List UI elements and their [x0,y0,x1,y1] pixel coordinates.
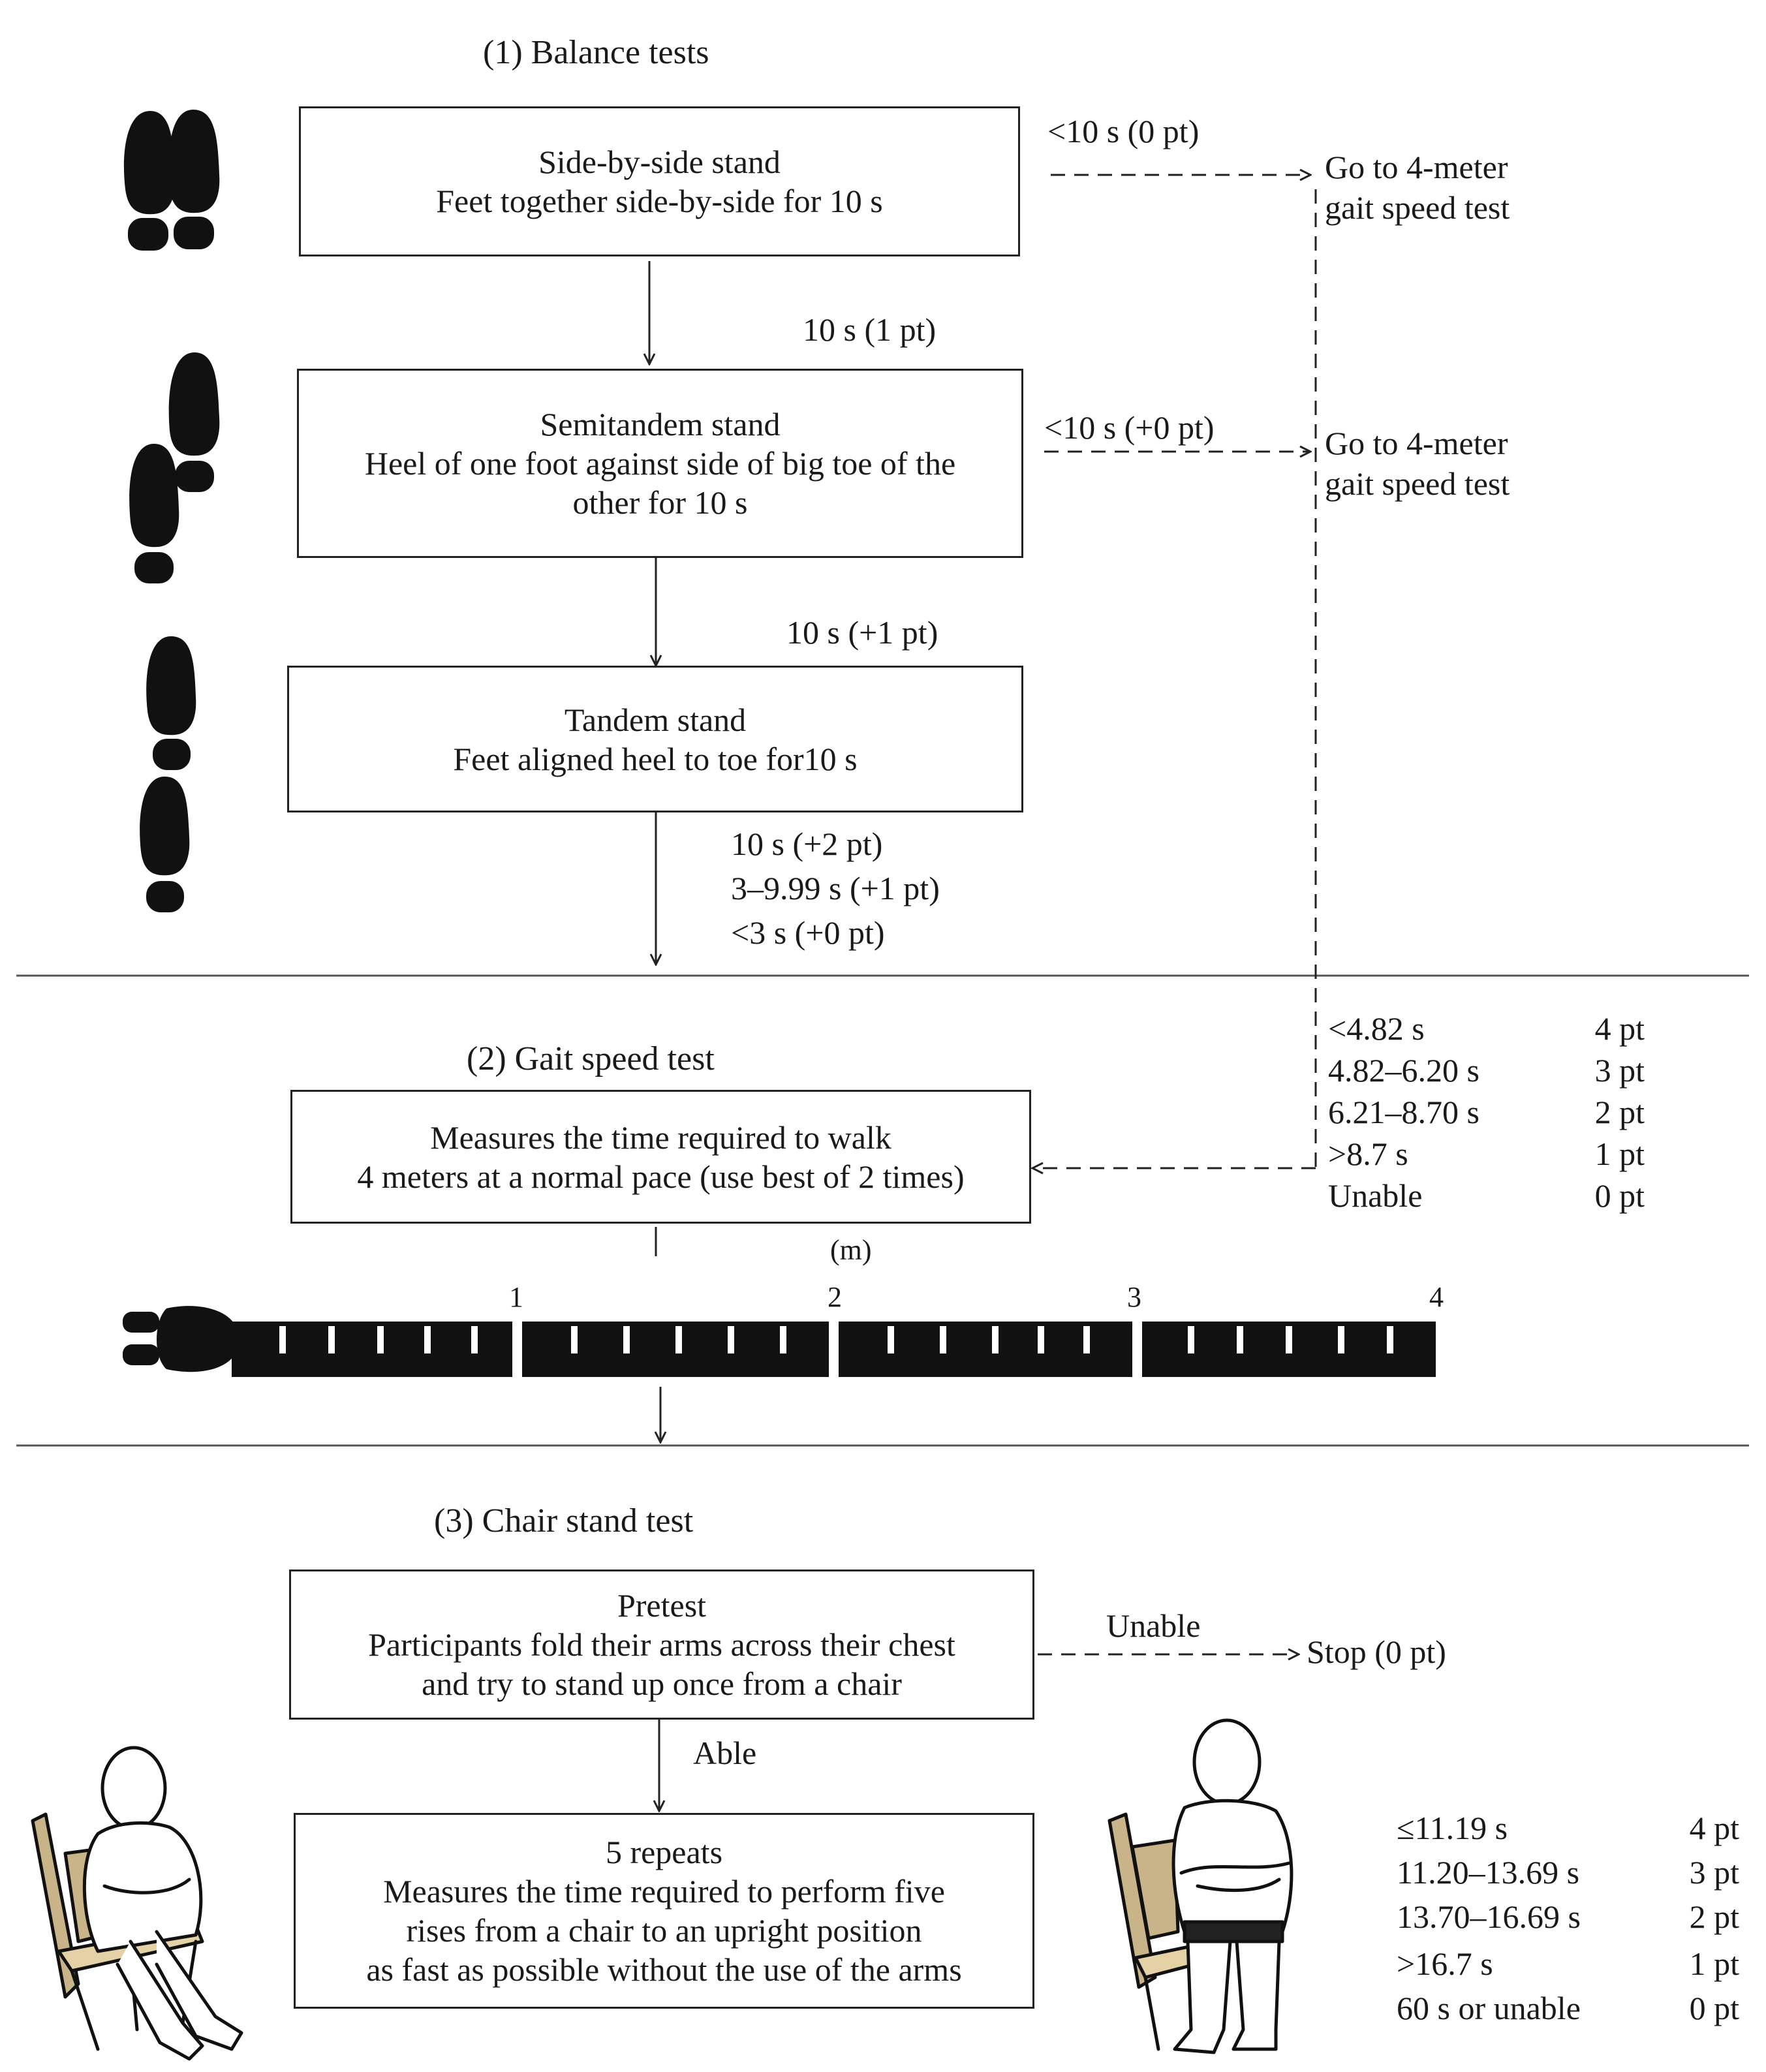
gait-score-pt-3: 2 pt [1594,1094,1645,1130]
track-segment-1 [232,1322,512,1377]
gait-score-range-5: Unable [1328,1177,1423,1214]
label-fail-side-by-side: <10 s (0 pt) [1047,113,1200,149]
tandem-desc: Feet aligned heel to toe for10 s [453,740,858,777]
repeats-line3: as fast as possible without the use of t… [366,1951,962,1988]
goto-gait-2-line1: Go to 4-meter [1325,425,1508,461]
footprints-side-by-side-icon [123,110,220,251]
goto-gait-2-line2: gait speed test [1325,465,1510,502]
footprints-semitandem-icon [129,352,220,583]
pretest-line2: and try to stand up once from a chair [422,1665,902,1702]
pretest-line1: Participants fold their arms across thei… [368,1626,955,1663]
gait-box-line2: 4 meters at a normal pace (use best of 2… [357,1158,965,1195]
gait-score-range-4: >8.7 s [1328,1136,1408,1172]
label-pass-semitandem: 10 s (+1 pt) [786,614,938,651]
semitandem-desc-line2: other for 10 s [572,484,748,521]
track-tick-1: 1 [509,1281,523,1313]
semitandem-stand-box: Semitandem stand Heel of one foot agains… [297,369,1023,558]
side-by-side-title: Side-by-side stand [538,144,781,180]
track-tick-3: 3 [1127,1281,1141,1313]
seated-person-chair-icon [31,1746,243,2061]
five-repeats-box: 5 repeats Measures the time required to … [294,1813,1034,2009]
tandem-score-1: 10 s (+2 pt) [731,826,883,862]
chair-score-pt-5: 0 pt [1689,1990,1739,2026]
chair-score-pt-2: 3 pt [1689,1854,1739,1891]
gait-box-line1: Measures the time required to walk [430,1119,891,1156]
goto-gait-1-line2: gait speed test [1325,189,1510,226]
chair-score-pt-1: 4 pt [1689,1810,1739,1846]
track-tick-4: 4 [1429,1281,1444,1313]
chair-section-title: (3) Chair stand test [434,1502,694,1539]
balance-section-title: (1) Balance tests [483,34,709,71]
gait-section-title: (2) Gait speed test [467,1040,715,1077]
chair-score-pt-4: 1 pt [1689,1945,1739,1982]
chair-score-range-3: 13.70–16.69 s [1397,1898,1581,1935]
gait-score-pt-5: 0 pt [1594,1177,1645,1214]
repeats-line2: rises from a chair to an upright positio… [406,1912,922,1949]
gait-score-range-3: 6.21–8.70 s [1328,1094,1479,1130]
label-pass-side-by-side: 10 s (1 pt) [803,311,937,348]
repeats-title: 5 repeats [605,1834,723,1870]
pretest-box: Pretest Participants fold their arms acr… [289,1569,1034,1720]
label-fail-semitandem: <10 s (+0 pt) [1044,409,1215,446]
gait-score-pt-4: 1 pt [1594,1136,1645,1172]
unable-label: Unable [1106,1607,1201,1644]
gait-track [123,1306,1436,1377]
gait-score-range-2: 4.82–6.20 s [1328,1052,1479,1089]
track-unit-label: (m) [830,1234,872,1266]
standing-person-chair-icon [1108,1718,1294,2054]
chair-score-pt-3: 2 pt [1689,1898,1739,1935]
track-tick-2: 2 [828,1281,842,1313]
stop-label: Stop (0 pt) [1307,1633,1446,1670]
chair-score-range-5: 60 s or unable [1397,1990,1581,2026]
gait-score-range-1: <4.82 s [1328,1010,1425,1047]
goto-gait-1-line1: Go to 4-meter [1325,149,1508,185]
gait-score-pt-2: 3 pt [1594,1052,1645,1089]
side-by-side-desc: Feet together side-by-side for 10 s [436,183,883,219]
chair-score-range-2: 11.20–13.69 s [1397,1854,1580,1891]
gait-score-pt-1: 4 pt [1594,1010,1645,1047]
chair-score-range-4: >16.7 s [1397,1945,1493,1982]
footprints-start-icon [123,1306,235,1372]
pretest-title: Pretest [617,1587,707,1624]
semitandem-desc-line1: Heel of one foot against side of big toe… [364,445,956,482]
gait-speed-box: Measures the time required to walk 4 met… [290,1090,1031,1224]
side-by-side-stand-box: Side-by-side stand Feet together side-by… [299,106,1020,256]
able-label: Able [693,1735,757,1771]
footprints-tandem-icon [140,636,196,912]
tandem-score-2: 3–9.99 s (+1 pt) [731,870,940,906]
tandem-stand-box: Tandem stand Feet aligned heel to toe fo… [287,666,1023,812]
repeats-line1: Measures the time required to perform fi… [383,1873,945,1910]
semitandem-title: Semitandem stand [540,406,781,442]
tandem-title: Tandem stand [564,701,747,738]
chair-score-range-1: ≤11.19 s [1397,1810,1508,1846]
tandem-score-3: <3 s (+0 pt) [731,914,885,951]
